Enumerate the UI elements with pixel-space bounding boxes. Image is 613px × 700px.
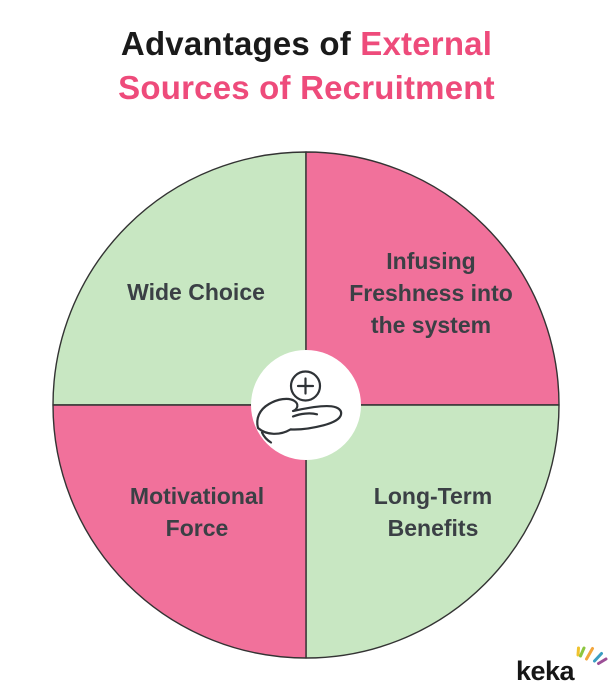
hand-wrist [260, 431, 273, 444]
spark-purple-icon [597, 657, 608, 665]
title-line1-pink: External [360, 25, 493, 62]
label-line: Motivational [129, 483, 265, 509]
title-line2-pink: Sources of Recruitment [118, 69, 495, 106]
label-line: Freshness into [349, 280, 513, 306]
quadrant-label-infusing-freshness: Infusing Freshness into the system [349, 245, 513, 341]
quadrant-bottom-right-shape [305, 404, 560, 659]
plus-circle-icon [289, 370, 322, 402]
page-title: Advantages of External Sources of Recrui… [0, 22, 613, 110]
label-line: Long-Term [373, 483, 493, 509]
label-line: Infusing [386, 248, 476, 274]
quadrant-label-motivational-force: Motivational Force [130, 480, 264, 544]
title-line1-black: Advantages of [120, 25, 351, 62]
quadrant-top-left-shape [52, 151, 307, 406]
hand-plus-icon [256, 370, 343, 444]
quadrant-bottom-left-shape [52, 404, 307, 659]
label-line: Wide Choice [127, 279, 265, 305]
logo-sparks [576, 646, 608, 665]
quadrant-label-long-term-benefits: Long-Term Benefits [374, 480, 492, 544]
spark-yellow-icon [576, 646, 580, 657]
label-line: Force [165, 515, 229, 541]
spark-teal-icon [593, 652, 603, 663]
label-line: Benefits [387, 515, 479, 541]
hand-thumb-fold [291, 412, 319, 418]
spark-orange-icon [585, 647, 594, 661]
spark-lime-icon [579, 646, 586, 658]
quadrant-label-wide-choice: Wide Choice [127, 276, 265, 308]
label-line: the system [370, 312, 492, 338]
keka-logo: keka [516, 656, 575, 686]
hand-outline [256, 397, 343, 435]
quadrant-top-right-shape [305, 151, 560, 406]
